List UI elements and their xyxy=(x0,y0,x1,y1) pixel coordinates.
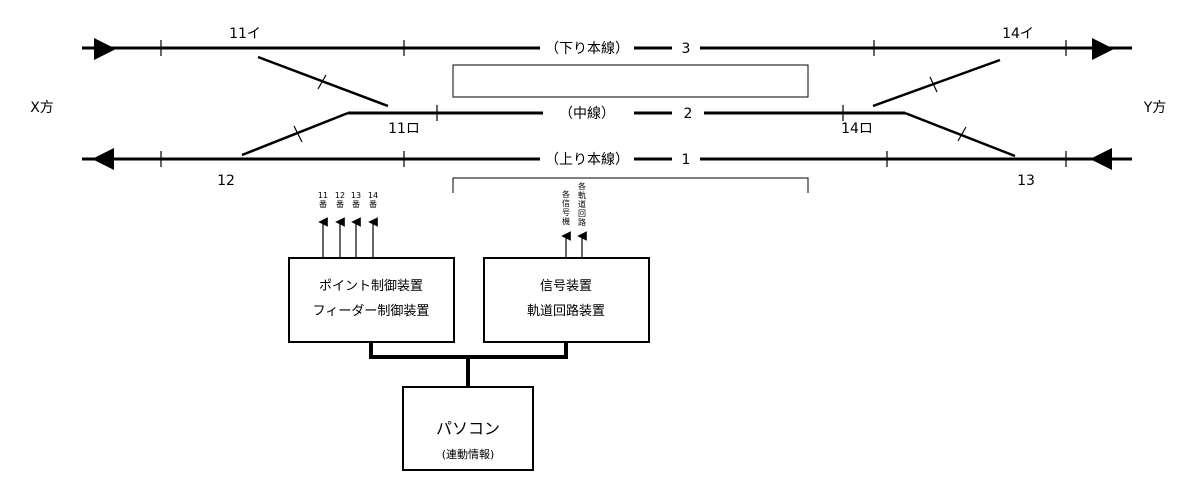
switch-label-11ro: 11ロ xyxy=(388,121,420,137)
turnout-12 xyxy=(241,111,349,157)
turnout-14i xyxy=(872,58,1001,108)
track-2-number: 2 xyxy=(684,106,693,122)
track-circuit-output-label: 各軌道回路 xyxy=(578,181,586,227)
switch-output-14-kanji: 番 xyxy=(369,199,377,209)
switch-label-13: 13 xyxy=(1017,173,1035,189)
switch-output-11-kanji: 番 xyxy=(319,199,327,209)
turnout-13 xyxy=(904,111,1016,158)
direction-arrow-icon xyxy=(94,38,116,60)
switch-label-11i: 11イ xyxy=(229,26,261,42)
side-label-x: X方 xyxy=(30,100,54,116)
track-down-main xyxy=(82,38,1132,60)
track-1-name: （上り本線） xyxy=(545,152,629,168)
switch-output-13-num: 13 xyxy=(351,191,361,200)
connector-lines xyxy=(369,342,568,387)
switch-output-12-num: 12 xyxy=(335,191,345,200)
direction-arrow-icon xyxy=(1092,38,1114,60)
track-3-name: （下り本線） xyxy=(545,41,629,57)
pc-box xyxy=(402,386,534,471)
signal-device-box xyxy=(483,257,650,343)
pc-subtitle: (連動情報) xyxy=(442,447,495,461)
pc-title: パソコン xyxy=(436,419,500,438)
track-middle xyxy=(348,105,905,121)
feeder-control-label: フィーダー制御装置 xyxy=(313,304,430,319)
track-circuit-device-label: 軌道回路装置 xyxy=(527,303,605,319)
track-2-name: （中線） xyxy=(559,106,615,122)
switch-label-14ro: 14ロ xyxy=(841,121,873,137)
track-3-number: 3 xyxy=(682,41,691,57)
switch-output-14-num: 14 xyxy=(368,191,378,200)
side-label-y: Y方 xyxy=(1143,100,1167,116)
direction-arrow-icon xyxy=(92,148,114,170)
track-up-main xyxy=(82,148,1132,170)
signal-device-label: 信号装置 xyxy=(540,279,592,294)
side-platform xyxy=(452,177,809,193)
point-control-label: ポイント制御装置 xyxy=(319,279,423,294)
island-platform xyxy=(452,64,809,98)
switch-output-13-kanji: 番 xyxy=(352,199,360,209)
track-1-number: 1 xyxy=(682,152,691,168)
switch-label-14i: 14イ xyxy=(1002,26,1034,42)
switch-output-12-kanji: 番 xyxy=(336,199,344,209)
switch-label-12: 12 xyxy=(217,173,235,189)
direction-arrow-icon xyxy=(1090,148,1112,170)
signal-output-arrows xyxy=(561,231,587,258)
switch-output-11-num: 11 xyxy=(318,191,328,200)
switch-output-arrows xyxy=(318,217,378,258)
turnout-11i xyxy=(257,55,389,108)
point-control-box xyxy=(288,257,455,343)
signal-output-label: 各信号機 xyxy=(562,189,570,226)
